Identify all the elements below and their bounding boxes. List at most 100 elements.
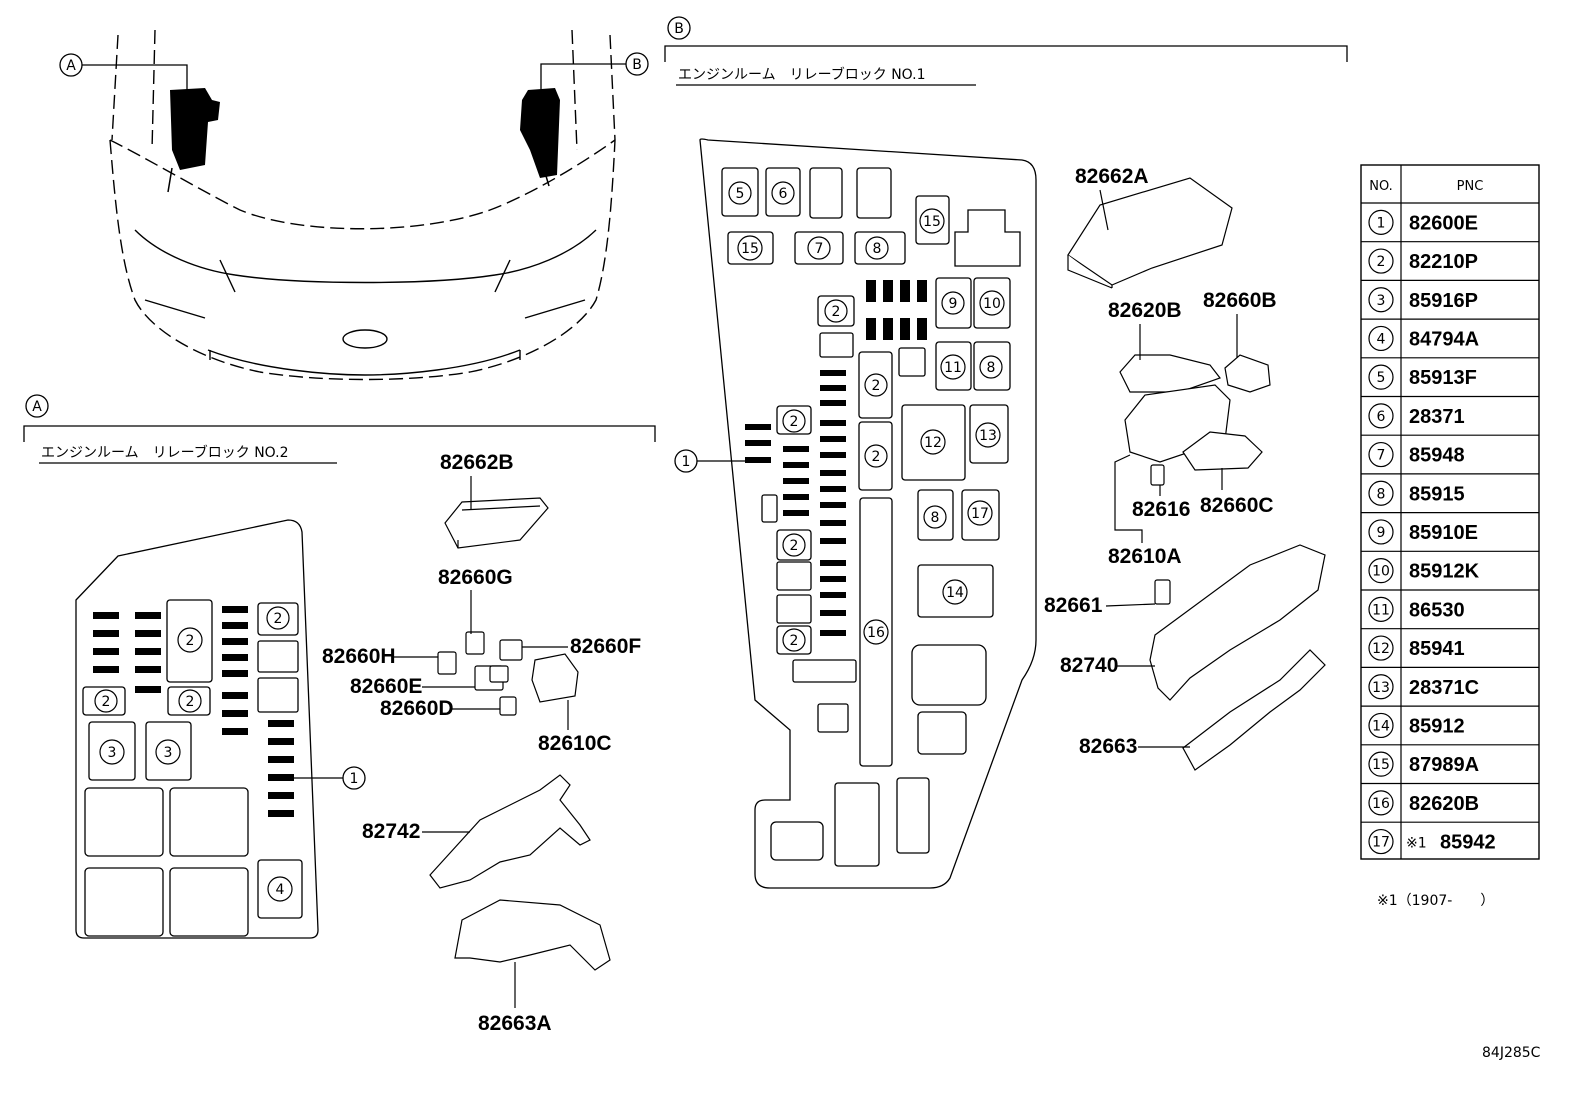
cell-number: 2 xyxy=(186,694,195,710)
row-number-circle xyxy=(1368,287,1394,313)
cell-number: 2 xyxy=(102,694,111,710)
cell-number: 2 xyxy=(274,611,283,627)
table-row-pnc: 85941 xyxy=(1409,638,1465,660)
part-labels-a: 82662B 82660G 82660H 82660F 82660E 82660… xyxy=(322,451,641,1035)
table-row-pnc: 85942 xyxy=(1440,832,1496,854)
relay-block-location-a xyxy=(167,88,220,193)
cell-number: 2 xyxy=(790,633,799,649)
block-b-caption: エンジンルーム リレーブロック NO.1 xyxy=(678,66,925,83)
table-row-pnc: 87989A xyxy=(1409,754,1479,776)
table-row-number: 6 xyxy=(1377,409,1386,425)
cell-number: 15 xyxy=(923,214,941,230)
row-number-circle xyxy=(1368,712,1394,739)
part-number-82616: 82616 xyxy=(1132,498,1190,521)
callout-b-top: B xyxy=(540,52,649,92)
cell-number: 8 xyxy=(987,360,996,376)
row-number-circle xyxy=(1368,403,1394,429)
cell-number: 4 xyxy=(276,882,285,898)
leader-number: 1 xyxy=(682,454,691,470)
row-number-circle xyxy=(1368,325,1394,352)
cell-number: 7 xyxy=(815,241,824,257)
cell-number: 6 xyxy=(779,186,788,202)
part-illustrations-b xyxy=(1067,177,1326,771)
row-number-circle xyxy=(1368,209,1394,235)
relay-block-b xyxy=(699,138,1037,889)
row-number-circle xyxy=(1368,596,1394,622)
table-row-number: 3 xyxy=(1377,293,1386,309)
cell-number: 13 xyxy=(979,428,997,444)
cell-number: 14 xyxy=(946,585,964,601)
callout-a-top: A xyxy=(59,53,188,95)
table-row-pnc: 85913F xyxy=(1409,367,1477,389)
part-number-82660D: 82660D xyxy=(380,697,454,720)
cell-number: 9 xyxy=(949,296,958,312)
table-row-number: 10 xyxy=(1372,564,1390,580)
cell-number: 2 xyxy=(790,538,799,554)
row-number-circle xyxy=(1368,751,1394,777)
table-row-number: 1 xyxy=(1377,215,1386,231)
cell-number: 3 xyxy=(164,745,173,761)
callout-a-label: A xyxy=(66,58,76,74)
section-b-marker: B xyxy=(674,21,684,37)
table-row-number: 17 xyxy=(1372,835,1390,851)
section-b-header: B エンジンルーム リレーブロック NO.1 xyxy=(664,16,1348,86)
table-row-number: 13 xyxy=(1372,680,1390,696)
table-row-pnc: 85912K xyxy=(1409,561,1480,583)
part-number-82660E: 82660E xyxy=(350,675,422,698)
section-a-marker: A xyxy=(32,399,42,415)
table-row-pnc: 85912 xyxy=(1409,715,1465,737)
table-header-pnc: PNC xyxy=(1457,179,1484,194)
row-number-circle xyxy=(1368,480,1394,506)
part-number-82660G: 82660G xyxy=(438,566,513,589)
callout-b-label: B xyxy=(632,57,642,73)
table-row-number: 5 xyxy=(1377,370,1386,386)
block-a-cell-numbers: 2 2 2 2 3 3 4 xyxy=(94,606,293,902)
table-row-note-mark: ※1 xyxy=(1406,836,1427,852)
table-row-number: 8 xyxy=(1377,486,1386,502)
block-a-caption: エンジンルーム リレーブロック NO.2 xyxy=(41,444,288,461)
table-row-number: 4 xyxy=(1377,331,1386,347)
row-number-circle xyxy=(1368,248,1394,274)
table-row-number: 12 xyxy=(1372,641,1390,657)
cell-number: 2 xyxy=(832,304,841,320)
table-row-pnc: 85948 xyxy=(1409,445,1465,467)
table-row-pnc: 82620B xyxy=(1409,793,1479,815)
table-header-no: NO. xyxy=(1369,179,1393,194)
table-row-pnc: 85915 xyxy=(1409,483,1465,505)
table-row-number: 16 xyxy=(1372,796,1390,812)
cell-number: 17 xyxy=(971,506,989,522)
cell-number: 12 xyxy=(924,435,942,451)
footnote: ※1（1907- ） xyxy=(1377,893,1494,909)
part-number-82660B: 82660B xyxy=(1203,289,1277,312)
section-a-header: A エンジンルーム リレーブロック NO.2 xyxy=(23,394,656,464)
leader-number: 1 xyxy=(350,771,359,787)
part-number-82740: 82740 xyxy=(1060,654,1118,677)
relay-block-a xyxy=(75,519,319,939)
row-number-circle xyxy=(1368,441,1394,468)
cell-number: 5 xyxy=(736,186,745,202)
table-row-pnc: 85916P xyxy=(1409,290,1478,312)
row-number-circle xyxy=(1368,828,1394,855)
cell-number: 2 xyxy=(186,633,195,649)
cell-number: 16 xyxy=(867,625,885,641)
table-row-pnc: 85910E xyxy=(1409,522,1478,544)
table-row-number: 15 xyxy=(1372,757,1390,773)
table-row-number: 9 xyxy=(1377,525,1386,541)
cell-number: 15 xyxy=(741,241,759,257)
part-illustrations-a xyxy=(429,497,611,971)
block-b-cell-numbers: 5 6 15 7 8 15 9 10 11 8 12 13 8 17 14 16… xyxy=(728,181,1005,652)
block-b-leader-1: 1 xyxy=(674,449,745,473)
table-row-number: 11 xyxy=(1372,602,1390,618)
part-number-82662A: 82662A xyxy=(1075,165,1149,188)
table-row-pnc: 82210P xyxy=(1409,251,1478,273)
part-number-82620B: 82620B xyxy=(1108,299,1182,322)
row-number-circle xyxy=(1368,674,1394,700)
cell-number: 2 xyxy=(790,414,799,430)
part-number-82661: 82661 xyxy=(1044,594,1103,617)
table-row-pnc: 82600E xyxy=(1409,212,1478,234)
table-row-pnc: 86530 xyxy=(1409,599,1465,621)
vehicle-front-outline xyxy=(109,29,616,381)
row-number-circle xyxy=(1368,635,1394,661)
block-a-leader-1: 1 xyxy=(294,766,366,790)
part-number-82662B: 82662B xyxy=(440,451,514,474)
